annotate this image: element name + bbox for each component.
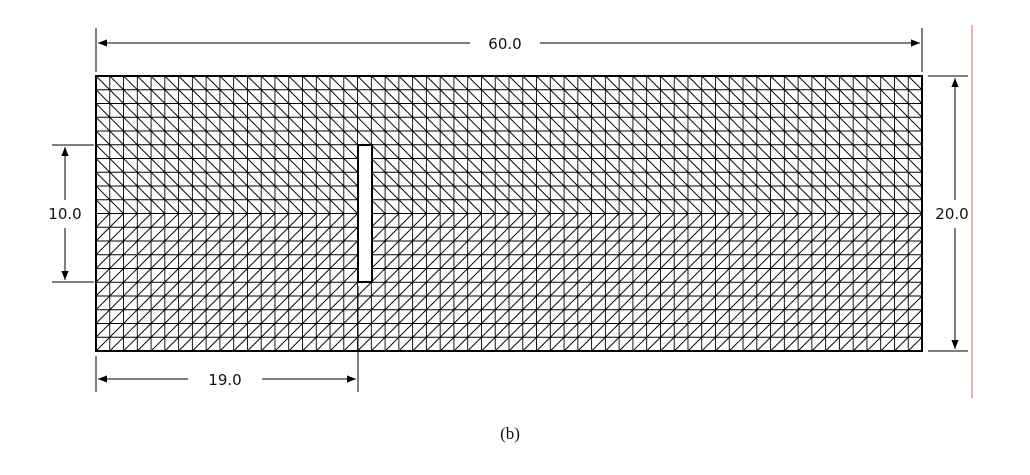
slit-obstacle <box>357 144 373 283</box>
dimension-height-label: 20.0 <box>935 205 968 223</box>
dimension-slit-height: 10.0 <box>48 144 94 283</box>
figure-caption: (b) <box>500 424 520 443</box>
dimension-width-label: 60.0 <box>488 35 521 53</box>
dimension-slit-offset-label: 19.0 <box>208 371 241 389</box>
dimension-slit-offset: 19.0 <box>95 286 359 392</box>
dimension-width: 60.0 <box>95 28 923 72</box>
triangular-mesh <box>95 75 923 352</box>
dimension-height: 20.0 <box>928 75 969 352</box>
domain-outline <box>95 75 923 352</box>
mesh-lines <box>95 75 923 352</box>
dimension-slit-height-label: 10.0 <box>48 205 81 223</box>
